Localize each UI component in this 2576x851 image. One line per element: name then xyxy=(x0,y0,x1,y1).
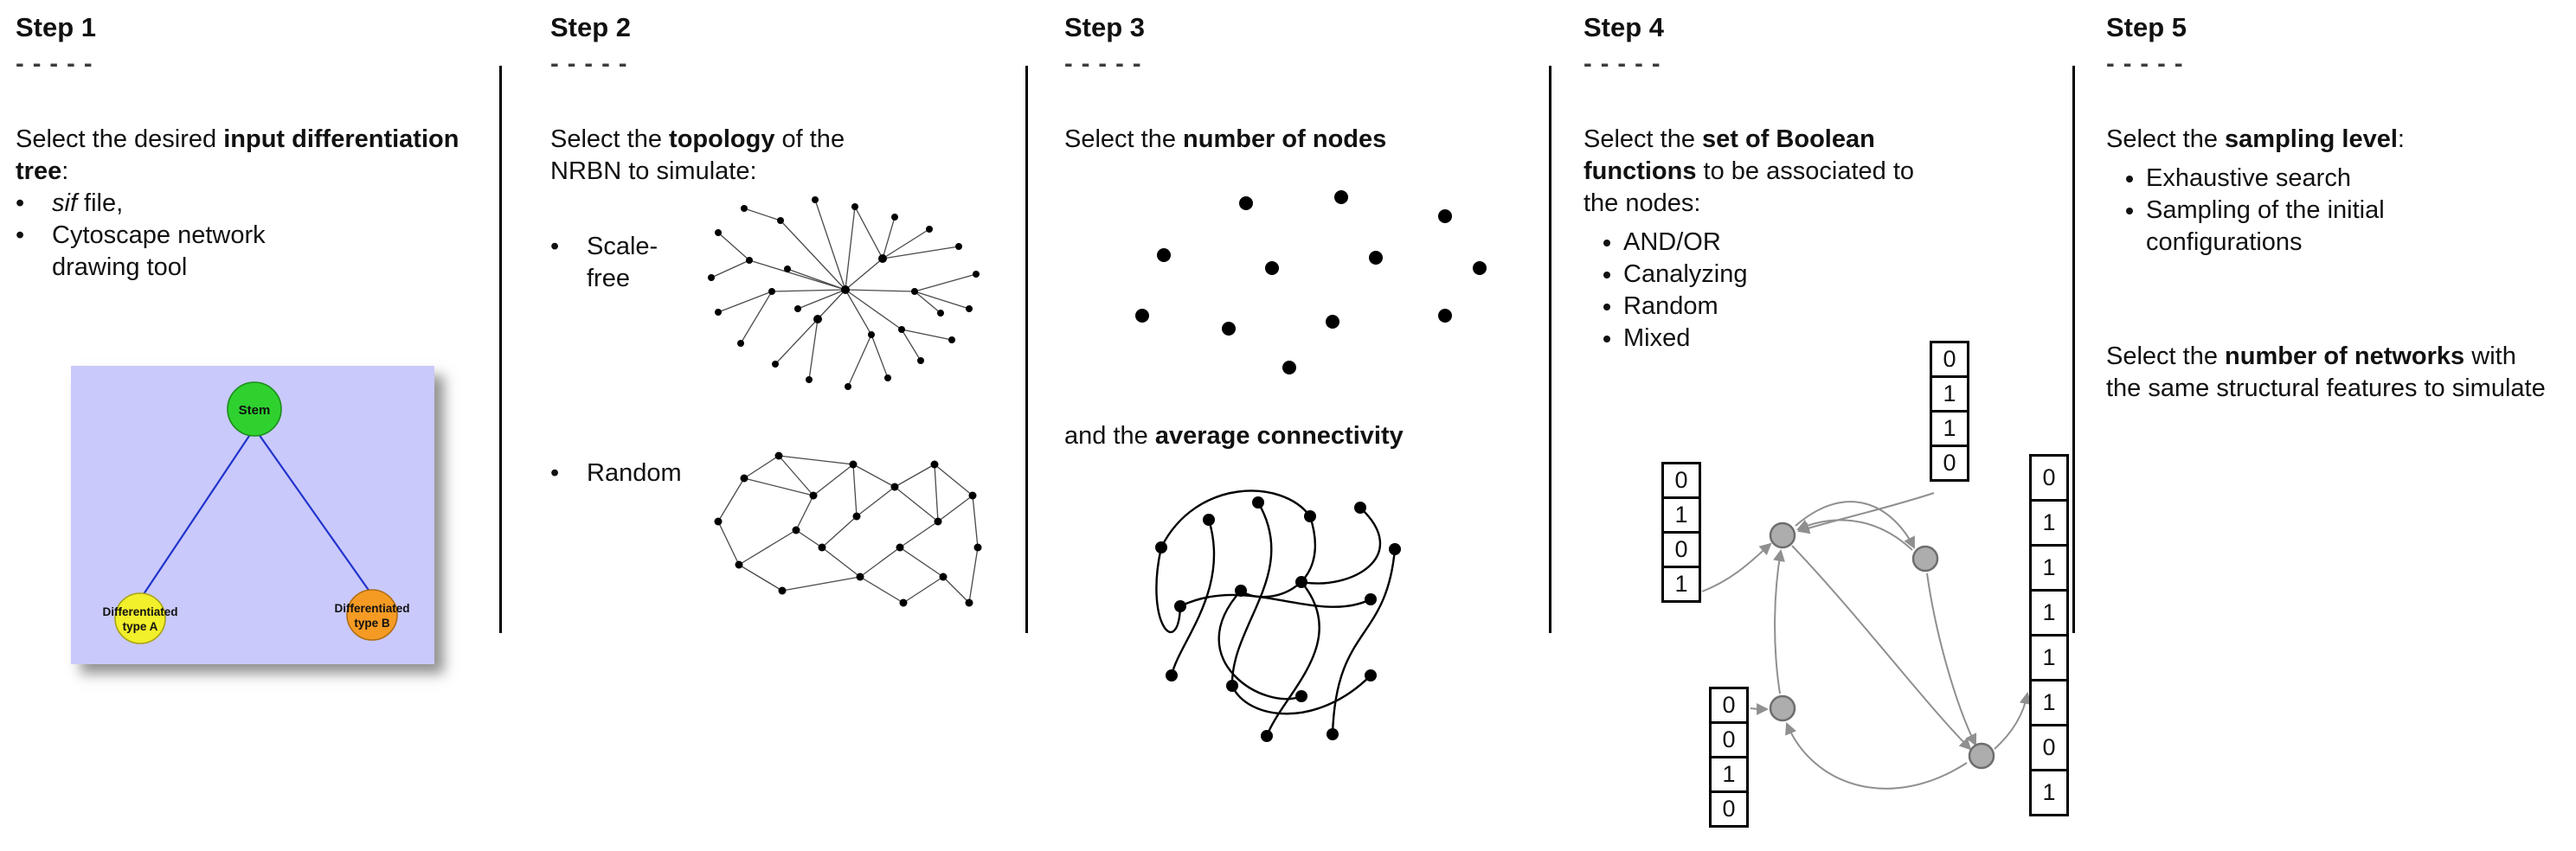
step2-intro: Select the topology of the NRBN to simul… xyxy=(550,125,845,185)
truth-table-cell: 0 xyxy=(1709,790,1749,828)
step3-column: Step 3 - - - - - Select the number of no… xyxy=(1064,12,1542,755)
scale-free-edges xyxy=(710,199,977,387)
step5-title: Step 5 xyxy=(2106,12,2187,42)
step2-column: Step 2 - - - - - Select the topology of … xyxy=(550,12,1018,627)
step1-column: Step 1 - - - - - Select the desired inpu… xyxy=(16,12,490,664)
step2-bullet-random: Random xyxy=(550,419,1018,627)
step2-bullet-scale-free: Scale-free xyxy=(550,188,1018,404)
truth-table-cell: 0 xyxy=(1709,721,1749,758)
truth-table-cell: 0 xyxy=(1930,341,1969,378)
bullet-item: AND/OR xyxy=(1623,227,2065,259)
random-edges xyxy=(717,455,979,604)
stem-label: Stem xyxy=(239,403,271,418)
step5-second: Select the number of networks with the s… xyxy=(2106,342,2546,402)
step3-line2: and the average connectivity xyxy=(1064,422,1404,450)
type-b-label-line1: Differentiated xyxy=(334,602,409,615)
step4-dashes: - - - - - xyxy=(1584,50,1661,78)
type-b-node xyxy=(346,589,398,641)
connectivity-tangle-graphic xyxy=(1155,489,1401,742)
truth-table-cell: 0 xyxy=(1661,462,1701,499)
step5-intro: Select the sampling level: xyxy=(2106,125,2405,153)
connectivity-nodes xyxy=(1155,496,1401,742)
type-a-label-line1: Differentiated xyxy=(102,605,177,618)
step4-bullets: AND/ORCanalyzingRandomMixed xyxy=(1584,227,2065,355)
step1-intro: Select the desired input differentiation… xyxy=(16,125,459,185)
step5-dashes: - - - - - xyxy=(2106,50,2184,78)
hub-node xyxy=(841,285,850,294)
boolean-edges xyxy=(1701,492,2032,790)
step2-title: Step 2 xyxy=(550,12,632,42)
gene-node-1 xyxy=(1769,521,1796,549)
divider-3 xyxy=(1549,66,1551,633)
step5-bullets: Exhaustive searchSampling of the initial… xyxy=(2106,163,2513,259)
divider-2 xyxy=(1025,66,1028,633)
truth-table-cell: 1 xyxy=(2029,634,2069,681)
step5-column: Step 5 - - - - - Select the sampling lev… xyxy=(2106,12,2565,405)
step4-title: Step 4 xyxy=(1584,12,1665,42)
truth-table-cell: 1 xyxy=(1709,756,1749,793)
boolean-nodes xyxy=(1769,521,1995,770)
truth-table-cell: 1 xyxy=(2029,679,2069,726)
random-nodes xyxy=(714,451,982,607)
bullet-item: Canalyzing xyxy=(1623,259,2065,291)
step1-bullet-cytoscape: Cytoscape network drawing tool xyxy=(16,220,327,284)
bullet-item: Random xyxy=(1623,291,2065,323)
truth-table-cell: 0 xyxy=(1709,687,1749,724)
stem-node xyxy=(227,381,282,437)
random-network-graphic xyxy=(714,451,982,607)
step3-title: Step 3 xyxy=(1064,12,1146,42)
divider-1 xyxy=(499,66,502,633)
truth-table-cell: 1 xyxy=(1930,410,1969,447)
truth-table-cell: 1 xyxy=(1661,496,1701,534)
gene-node-3 xyxy=(1769,694,1796,722)
truth-table-cell: 0 xyxy=(1930,445,1969,482)
nodes-dots-graphic xyxy=(1135,190,1487,374)
gene-node-4 xyxy=(1968,742,1995,770)
step3-line1: Select the number of nodes xyxy=(1064,125,1387,153)
type-b-label-line2: type B xyxy=(354,617,390,630)
truth-table-cell: 1 xyxy=(2029,499,2069,547)
boolean-network-svg xyxy=(1701,492,2032,790)
truth-table-cell: 0 xyxy=(1661,531,1701,568)
bullet-item: Mixed xyxy=(1623,323,2065,355)
bullet-item: Exhaustive search xyxy=(2146,163,2513,195)
bullet-item: Sampling of the initial configurations xyxy=(2146,195,2513,259)
tree-edge-left xyxy=(139,427,255,600)
scale-free-network-graphic xyxy=(708,196,980,390)
truth-table-cell: 1 xyxy=(2029,544,2069,592)
step1-bullet-sif: sif file, xyxy=(16,188,490,220)
truth-table-cell: 0 xyxy=(2029,724,2069,771)
truth-table-cell: 0 xyxy=(2029,454,2069,502)
truth-table-cell: 1 xyxy=(1930,375,1969,413)
step4-column: Step 4 - - - - - Select the set of Boole… xyxy=(1584,12,2069,842)
gene-node-2 xyxy=(1911,545,1939,573)
differentiation-tree-svg: Stem Differentiated type A Differentiate… xyxy=(102,381,410,644)
tree-edge-right xyxy=(254,427,373,596)
type-a-label-line2: type A xyxy=(123,620,158,633)
step2-dashes: - - - - - xyxy=(550,50,628,78)
step1-dashes: - - - - - xyxy=(16,50,93,78)
differentiation-tree-graphic: Stem Differentiated type A Differentiate… xyxy=(71,366,434,664)
step3-dashes: - - - - - xyxy=(1064,50,1142,78)
truth-table-cell: 1 xyxy=(1661,566,1701,603)
divider-4 xyxy=(2072,66,2075,633)
step1-title: Step 1 xyxy=(16,12,97,42)
step4-intro: Select the set of Boolean functions to b… xyxy=(1584,125,1914,217)
truth-table-cell: 1 xyxy=(2029,769,2069,816)
scale-free-nodes xyxy=(708,196,980,390)
truth-table-cell: 1 xyxy=(2029,589,2069,637)
type-a-node xyxy=(114,592,166,644)
